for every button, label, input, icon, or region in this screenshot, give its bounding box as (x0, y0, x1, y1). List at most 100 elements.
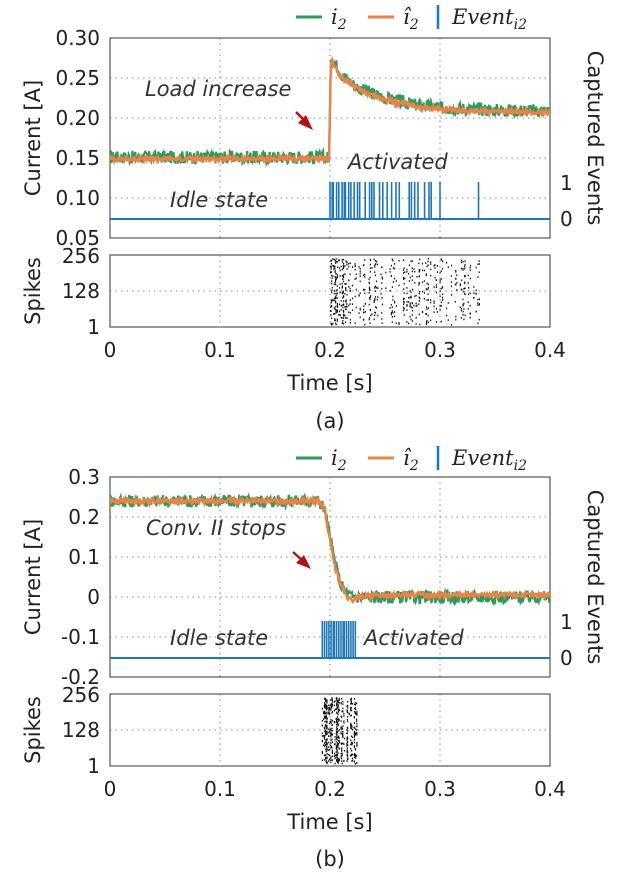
spike-mark (346, 742, 348, 745)
spike-mark (350, 714, 352, 717)
spike-mark (354, 263, 356, 265)
spike-mark (354, 278, 356, 280)
spike-mark (409, 302, 411, 305)
spike-mark (469, 305, 471, 307)
spike-mark (341, 259, 343, 261)
spike-mark (415, 294, 417, 297)
annotation-idle-b: Idle state (170, 626, 268, 650)
spike-mark (442, 293, 444, 295)
spike-mark (373, 300, 375, 302)
spike-mark (326, 711, 328, 714)
spike-mark (403, 272, 405, 274)
spike-mark (415, 302, 417, 305)
spike-mark (468, 287, 470, 289)
spike-mark (325, 740, 327, 743)
spike-mark (338, 747, 340, 750)
spike-mark (332, 299, 334, 301)
spike-mark (374, 264, 376, 266)
spike-mark (342, 267, 344, 270)
spike-mark (337, 746, 339, 748)
spike-mark (336, 731, 338, 733)
spike-mark (413, 268, 415, 270)
spike-mark (478, 260, 480, 262)
spike-mark (325, 732, 327, 735)
spike-mark (425, 274, 427, 276)
spike-mark (477, 322, 479, 325)
spike-mark (411, 302, 413, 305)
spike-mark (331, 703, 333, 706)
spike-mark (345, 301, 347, 303)
spike-mark (340, 732, 342, 735)
spike-mark (342, 320, 344, 322)
spike-mark (381, 266, 383, 269)
spike-mark (341, 697, 343, 700)
spike-mark (456, 282, 458, 284)
spike-mark (354, 748, 356, 751)
spike-mark (368, 286, 371, 289)
spike-mark (353, 732, 355, 734)
spike-mark (339, 291, 341, 293)
spike-mark (351, 703, 354, 705)
spike-mark (343, 263, 345, 265)
spike-mark (341, 304, 343, 306)
spike-mark (343, 300, 345, 302)
spike-mark (394, 267, 396, 270)
spike-mark (334, 265, 336, 268)
spike-mark (410, 318, 412, 321)
grid-spikes-a (110, 255, 550, 327)
spike-mark (330, 761, 332, 764)
spike-mark (419, 258, 421, 261)
spike-mark (398, 284, 400, 287)
spike-mark (440, 259, 442, 261)
spike-mark (337, 706, 339, 708)
ylabel-events-b: Captured Events (583, 490, 607, 665)
spike-mark (349, 287, 351, 290)
spike-mark (464, 281, 466, 284)
spike-mark (478, 298, 480, 301)
spike-mark (334, 300, 337, 302)
spike-mark (331, 300, 333, 302)
spike-mark (351, 725, 353, 727)
spike-mark (344, 265, 346, 267)
spike-mark (475, 289, 477, 292)
spike-mark (334, 762, 336, 765)
spike-mark (325, 733, 327, 736)
spike-mark (342, 700, 344, 703)
spike-mark (370, 314, 372, 317)
spike-mark (346, 749, 348, 751)
spike-mark (377, 314, 379, 317)
spike-mark (333, 290, 335, 292)
spike-mark (456, 274, 458, 276)
spike-mark (381, 297, 383, 299)
spike-mark (334, 319, 336, 322)
spike-mark (348, 311, 350, 313)
spike-mark (331, 697, 333, 699)
spike-mark (336, 697, 338, 699)
spike-mark (326, 721, 328, 724)
spike-mark (335, 297, 337, 299)
spike-mark (375, 280, 378, 283)
spike-mark (336, 289, 338, 291)
spike-mark (342, 703, 344, 705)
spike-mark (356, 712, 358, 715)
spike-mark (331, 749, 333, 752)
spike-mark (354, 734, 356, 736)
spike-mark (349, 273, 351, 275)
spike-mark (469, 292, 471, 295)
spike-mark (351, 736, 354, 739)
spike-mark (403, 288, 405, 290)
spike-mark (342, 730, 344, 733)
spike-mark (331, 259, 333, 262)
spike-mark (394, 263, 396, 265)
spike-mark (390, 274, 392, 277)
spike-mark (441, 296, 444, 299)
spike-mark (463, 318, 465, 321)
spike-mark (334, 743, 336, 745)
spike-mark (349, 303, 351, 305)
spike-mark (427, 286, 429, 289)
spike-mark (390, 303, 392, 306)
spike-mark (413, 304, 415, 307)
spike-mark (391, 306, 393, 308)
spike-mark (460, 317, 462, 319)
spike-mark (353, 745, 355, 747)
